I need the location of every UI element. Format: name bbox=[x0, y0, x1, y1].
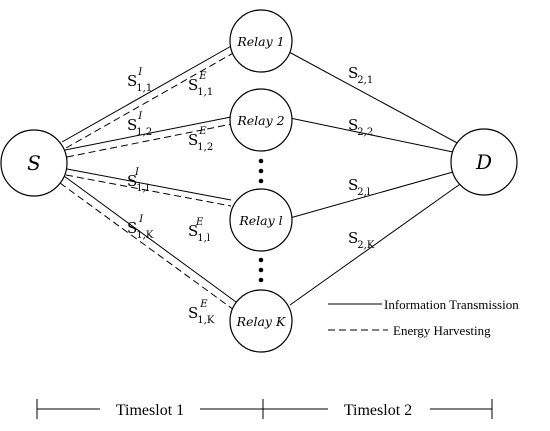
label-s1l-energy: S1,lE bbox=[188, 217, 210, 244]
energy-link-relay-2 bbox=[66, 123, 233, 158]
destination-node: D bbox=[450, 128, 518, 196]
destination-label: D bbox=[475, 150, 492, 174]
second-hop-labels: S2,1 S2,2 S2,l S2,K bbox=[348, 64, 375, 251]
timeslot-1-label: Timeslot 1 bbox=[116, 402, 184, 419]
ellipsis-dots-lower bbox=[258, 257, 264, 283]
energy-link-relay-l bbox=[65, 174, 232, 207]
legend: Information Transmission Energy Harvesti… bbox=[328, 297, 519, 338]
legend-solid-label: Information Transmission bbox=[384, 297, 519, 312]
label-s11-info: S1,1I bbox=[127, 67, 152, 94]
label-s21: S2,1 bbox=[348, 64, 373, 86]
second-hop-links bbox=[288, 51, 464, 306]
timeslot-2-label: Timeslot 2 bbox=[344, 402, 412, 419]
info-link-relay-1 bbox=[61, 44, 234, 143]
link-relay-1-dest bbox=[288, 51, 462, 146]
label-s1l-info: S1,lI bbox=[127, 167, 149, 194]
relay-node-k: Relay K bbox=[229, 289, 293, 353]
link-relay-k-dest bbox=[289, 181, 464, 306]
first-hop-info-labels: S1,1I S1,2I S1,lI S1,KI bbox=[127, 67, 154, 241]
info-link-relay-k bbox=[63, 175, 237, 303]
relay-2-label: Relay 2 bbox=[236, 113, 284, 128]
relay-node-2: Relay 2 bbox=[229, 88, 293, 152]
legend-dashed-label: Energy Harvesting bbox=[393, 323, 491, 338]
link-relay-2-dest bbox=[289, 117, 454, 153]
link-relay-l-dest bbox=[289, 171, 454, 219]
relay-l-label: Relay l bbox=[238, 213, 282, 228]
label-s22: S2,2 bbox=[348, 116, 373, 138]
timeline: Timeslot 1 Timeslot 2 bbox=[36, 399, 493, 419]
source-label: S bbox=[27, 151, 41, 175]
label-s12-energy: S1,2E bbox=[188, 126, 213, 153]
label-s1k-info: S1,KI bbox=[127, 214, 154, 241]
ellipsis-dots-upper bbox=[258, 158, 264, 184]
relay-node-1: Relay 1 bbox=[229, 9, 293, 73]
first-hop-energy-labels: S1,1E S1,2E S1,lE S1,KE bbox=[188, 71, 215, 326]
source-node: S bbox=[0, 129, 68, 197]
label-s2l: S2,l bbox=[348, 176, 370, 198]
relay-node-l: Relay l bbox=[229, 188, 293, 252]
label-s2k: S2,K bbox=[348, 229, 375, 251]
label-s11-energy: S1,1E bbox=[188, 71, 213, 98]
info-link-relay-2 bbox=[64, 116, 232, 151]
first-hop-links bbox=[59, 44, 237, 311]
label-s1k-energy: S1,KE bbox=[188, 299, 215, 326]
info-link-relay-l bbox=[66, 168, 232, 201]
relay-1-label: Relay 1 bbox=[236, 34, 284, 49]
relay-k-label: Relay K bbox=[236, 314, 286, 329]
label-s12-info: S1,2I bbox=[127, 111, 152, 138]
energy-link-relay-k bbox=[59, 182, 235, 311]
